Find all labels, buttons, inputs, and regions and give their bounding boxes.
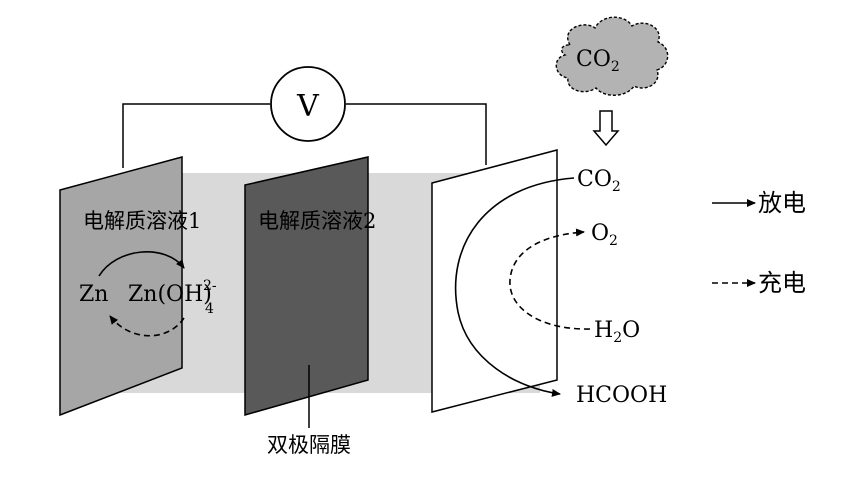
charge-arrow-right xyxy=(509,228,591,330)
hcooh-label: HCOOH xyxy=(576,383,667,408)
co2-label: CO2 xyxy=(577,167,621,195)
legend-discharge-label: 放电 xyxy=(758,189,806,217)
o2-label: O2 xyxy=(591,221,618,249)
zincate-charge: 2- xyxy=(203,278,217,294)
zincate-subscript: 4 xyxy=(205,301,214,317)
voltmeter-symbol: V xyxy=(296,89,320,124)
electrolyte-1-label: 电解质溶液1 xyxy=(83,209,201,233)
external-circuit-wire xyxy=(122,103,487,168)
co2-cloud: CO2 xyxy=(555,16,669,96)
bipolar-membrane xyxy=(244,156,369,416)
cloud-shape xyxy=(555,16,669,96)
electrolyte-2-label: 电解质溶液2 xyxy=(258,209,376,233)
voltmeter: V xyxy=(270,66,346,142)
legend-charge-label: 充电 xyxy=(758,269,806,297)
discharge-arrow-right xyxy=(454,177,575,397)
h2o-label: H2O xyxy=(594,318,640,346)
membrane-label: 双极隔膜 xyxy=(267,433,351,457)
charge-arrow-left xyxy=(109,315,185,337)
zn-label: Zn xyxy=(79,282,108,307)
hollow-down-arrow xyxy=(592,110,620,147)
legend: 放电 充电 xyxy=(712,189,806,297)
zincate-label: Zn(OH) xyxy=(128,282,212,307)
discharge-arrow-left xyxy=(98,251,185,277)
zinc-electrode xyxy=(59,156,183,417)
catalyst-electrode xyxy=(431,149,558,413)
cloud-co2-label: CO2 xyxy=(576,47,620,75)
voltmeter-circle xyxy=(270,66,346,142)
